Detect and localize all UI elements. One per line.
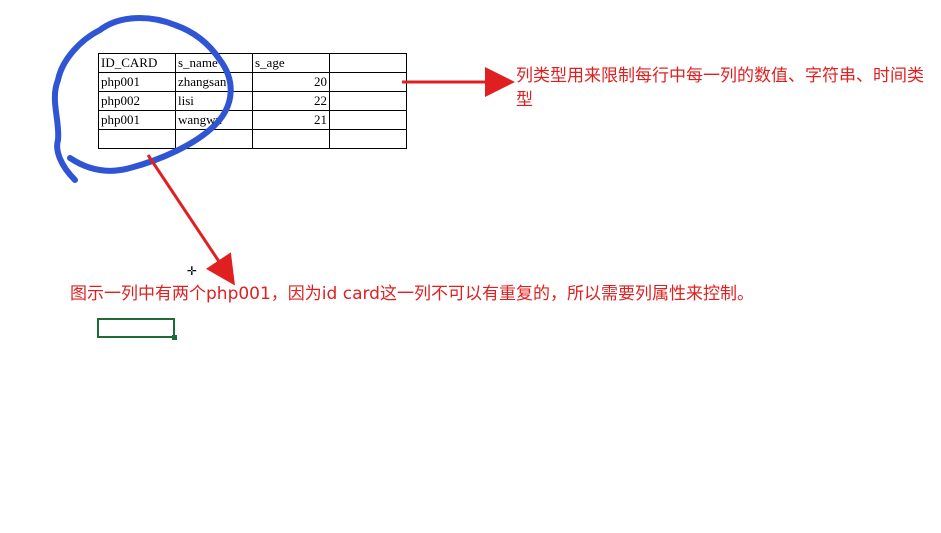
cell-s-name[interactable]: zhangsan — [175, 72, 253, 92]
cell-s-age[interactable]: 21 — [252, 110, 330, 130]
cell-id-card[interactable] — [98, 129, 176, 149]
cell-empty[interactable] — [329, 129, 407, 149]
cell-s-age[interactable]: 20 — [252, 72, 330, 92]
cell-s-name[interactable]: wangwu — [175, 110, 253, 130]
cell-s-age[interactable] — [252, 129, 330, 149]
cell-s-name[interactable] — [175, 129, 253, 149]
header-cell-id-card[interactable]: ID_CARD — [98, 53, 176, 73]
cell-empty[interactable] — [329, 72, 407, 92]
cell-id-card[interactable]: php001 — [98, 110, 176, 130]
cell-select-cross-icon: ✛ — [187, 260, 197, 279]
cell-s-name[interactable]: lisi — [175, 91, 253, 111]
cell-id-card[interactable]: php002 — [98, 91, 176, 111]
cell-empty[interactable] — [329, 91, 407, 111]
spreadsheet-table: ID_CARD s_name s_age php001 zhangsan 20 … — [98, 53, 407, 149]
table-row — [98, 129, 407, 149]
cell-empty[interactable] — [329, 110, 407, 130]
table-row: php002 lisi 22 — [98, 91, 407, 111]
column-type-annotation: 列类型用来限制每行中每一列的数值、字符串、时间类型 — [516, 66, 924, 110]
fill-handle[interactable] — [172, 335, 177, 340]
cell-id-card[interactable]: php001 — [98, 72, 176, 92]
table-header-row: ID_CARD s_name s_age — [98, 53, 407, 73]
header-cell-s-age[interactable]: s_age — [252, 53, 330, 73]
table-row: php001 zhangsan 20 — [98, 72, 407, 92]
cell-s-age[interactable]: 22 — [252, 91, 330, 111]
selected-cell[interactable] — [97, 318, 175, 338]
duplicate-id-annotation: 图示一列中有两个php001，因为id card这一列不可以有重复的，所以需要列… — [70, 284, 754, 304]
header-cell-s-name[interactable]: s_name — [175, 53, 253, 73]
table-row: php001 wangwu 21 — [98, 110, 407, 130]
header-cell-empty[interactable] — [329, 53, 407, 73]
